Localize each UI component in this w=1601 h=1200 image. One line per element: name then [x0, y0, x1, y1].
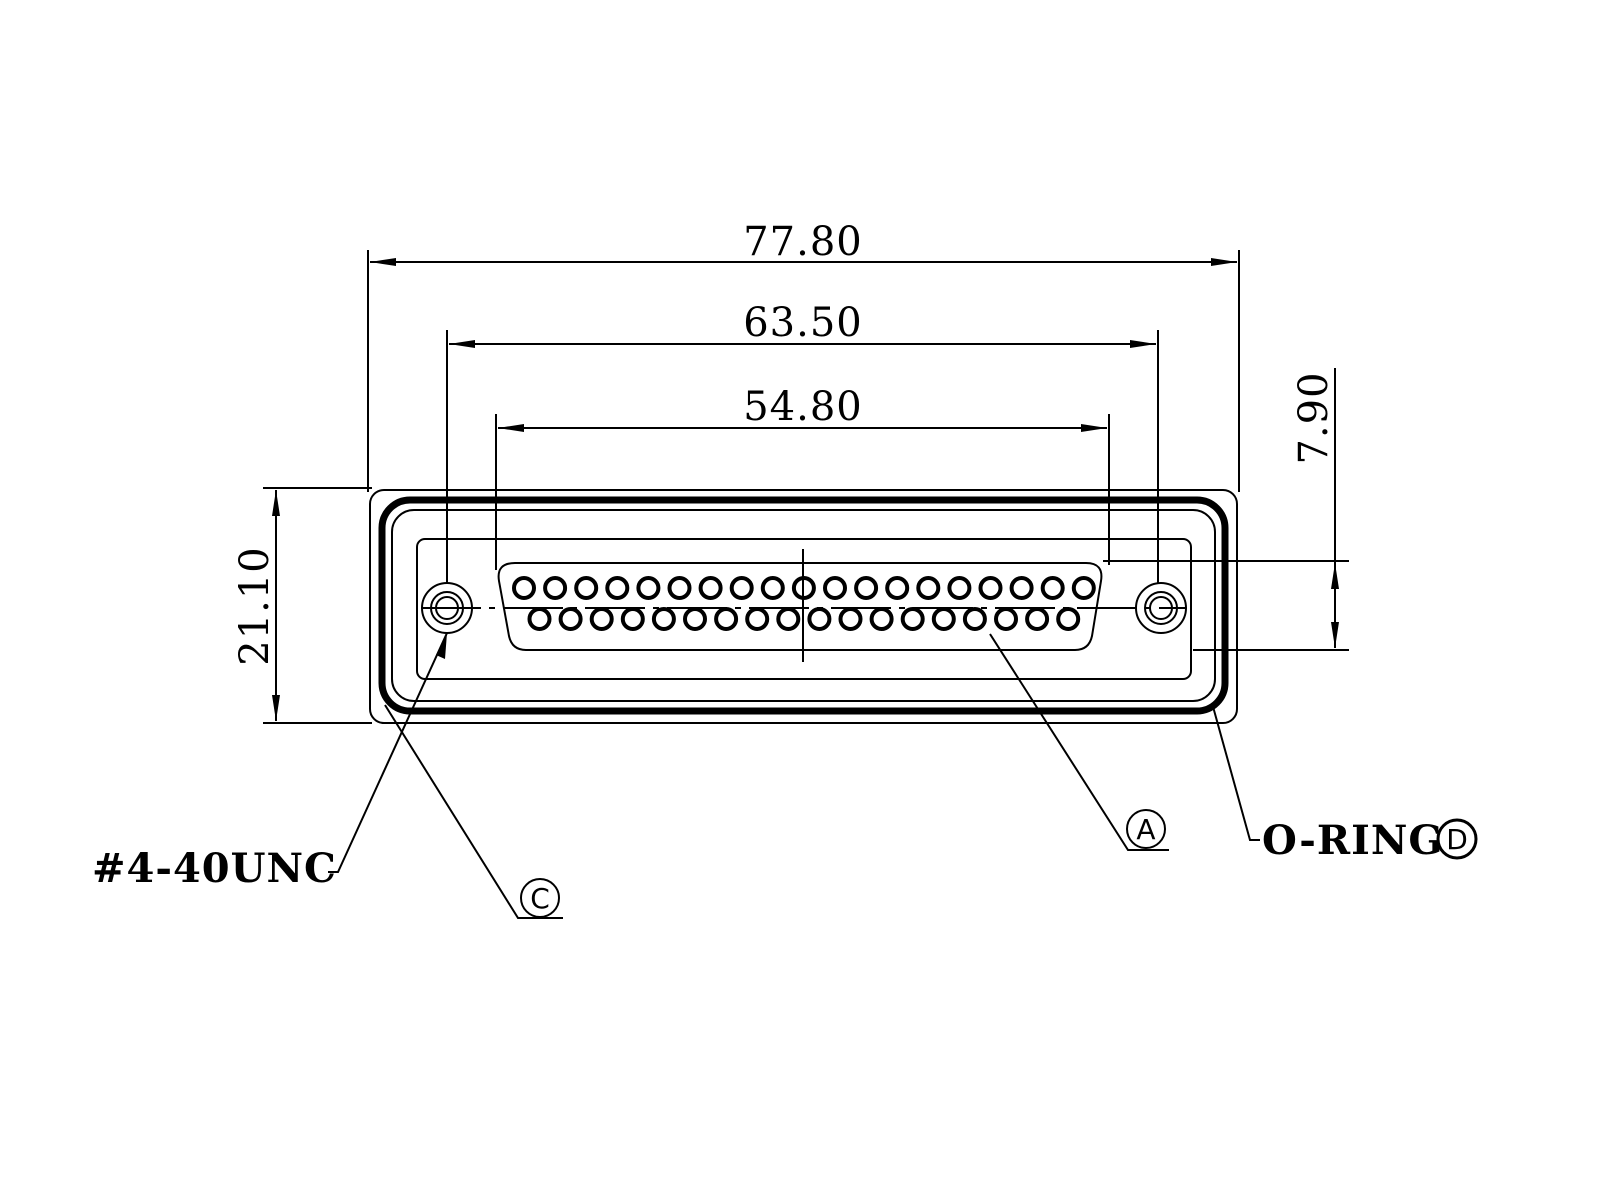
pin: [651, 607, 676, 631]
pin: [605, 576, 630, 600]
pin: [978, 576, 1003, 600]
pin: [698, 576, 723, 600]
pin: [900, 607, 925, 631]
callout-d: D: [1436, 818, 1478, 860]
inner-panel: [416, 538, 1192, 680]
pin: [1040, 576, 1065, 600]
leader-oring: [1211, 702, 1260, 841]
dimension-63-50: [449, 340, 1156, 348]
pin: [667, 576, 692, 600]
pin: [543, 576, 568, 600]
pin: [729, 576, 754, 600]
center-lines: [421, 549, 1187, 662]
pin: [854, 576, 879, 600]
pin: [962, 607, 987, 631]
pin: [994, 607, 1018, 631]
dim-overall-height: 21.10: [232, 546, 278, 666]
connector-body: [369, 489, 1238, 724]
pin: [714, 607, 739, 631]
pin: [885, 576, 910, 600]
pin: [558, 607, 583, 631]
callout-a: A: [1126, 809, 1166, 849]
pin: [683, 607, 707, 631]
pin: [745, 607, 770, 631]
pin-row-top: [512, 576, 1096, 600]
pin: [807, 607, 832, 631]
dim-hole-spacing: 63.50: [743, 300, 863, 346]
pin: [1056, 607, 1081, 631]
d-shell: [497, 562, 1103, 651]
o-ring-inner-edge: [391, 509, 1216, 702]
leader-a: [989, 633, 1169, 851]
oring-label: O-RING: [1262, 817, 1444, 864]
leader-c: [384, 704, 563, 919]
pin: [823, 576, 847, 600]
callout-c: C: [520, 878, 560, 918]
extension-lines: [263, 250, 1349, 724]
dimension-77-80: [370, 258, 1237, 266]
pin: [574, 576, 599, 600]
pin: [947, 576, 972, 600]
pin: [1009, 576, 1034, 600]
o-ring: [378, 496, 1229, 715]
pin: [512, 576, 536, 600]
pin: [760, 576, 785, 600]
thread-callout: #4-40UNC: [92, 845, 337, 892]
dim-overall-width: 77.80: [743, 219, 863, 265]
pin: [1071, 576, 1096, 600]
pin: [931, 607, 956, 631]
dim-pin-depth: 7.90: [1291, 371, 1337, 464]
pin: [776, 607, 801, 631]
dim-shell-width: 54.80: [743, 384, 863, 430]
pin: [620, 607, 645, 631]
pin: [527, 607, 552, 631]
dimension-21-10: [272, 490, 280, 721]
pin: [589, 607, 614, 631]
pin-row-bottom: [527, 607, 1081, 631]
pin: [838, 607, 863, 631]
callout-c-letter: C: [530, 882, 550, 915]
callout-d-letter: D: [1446, 823, 1468, 856]
pin: [869, 607, 894, 631]
pin: [636, 576, 661, 600]
leader-thread: [328, 632, 448, 873]
pin: [916, 576, 941, 600]
callout-a-letter: A: [1136, 813, 1155, 846]
outer-flange: [369, 489, 1238, 724]
dimension-54-80: [498, 424, 1107, 432]
pin: [1025, 607, 1050, 631]
dimension-7-90: [1331, 368, 1339, 648]
